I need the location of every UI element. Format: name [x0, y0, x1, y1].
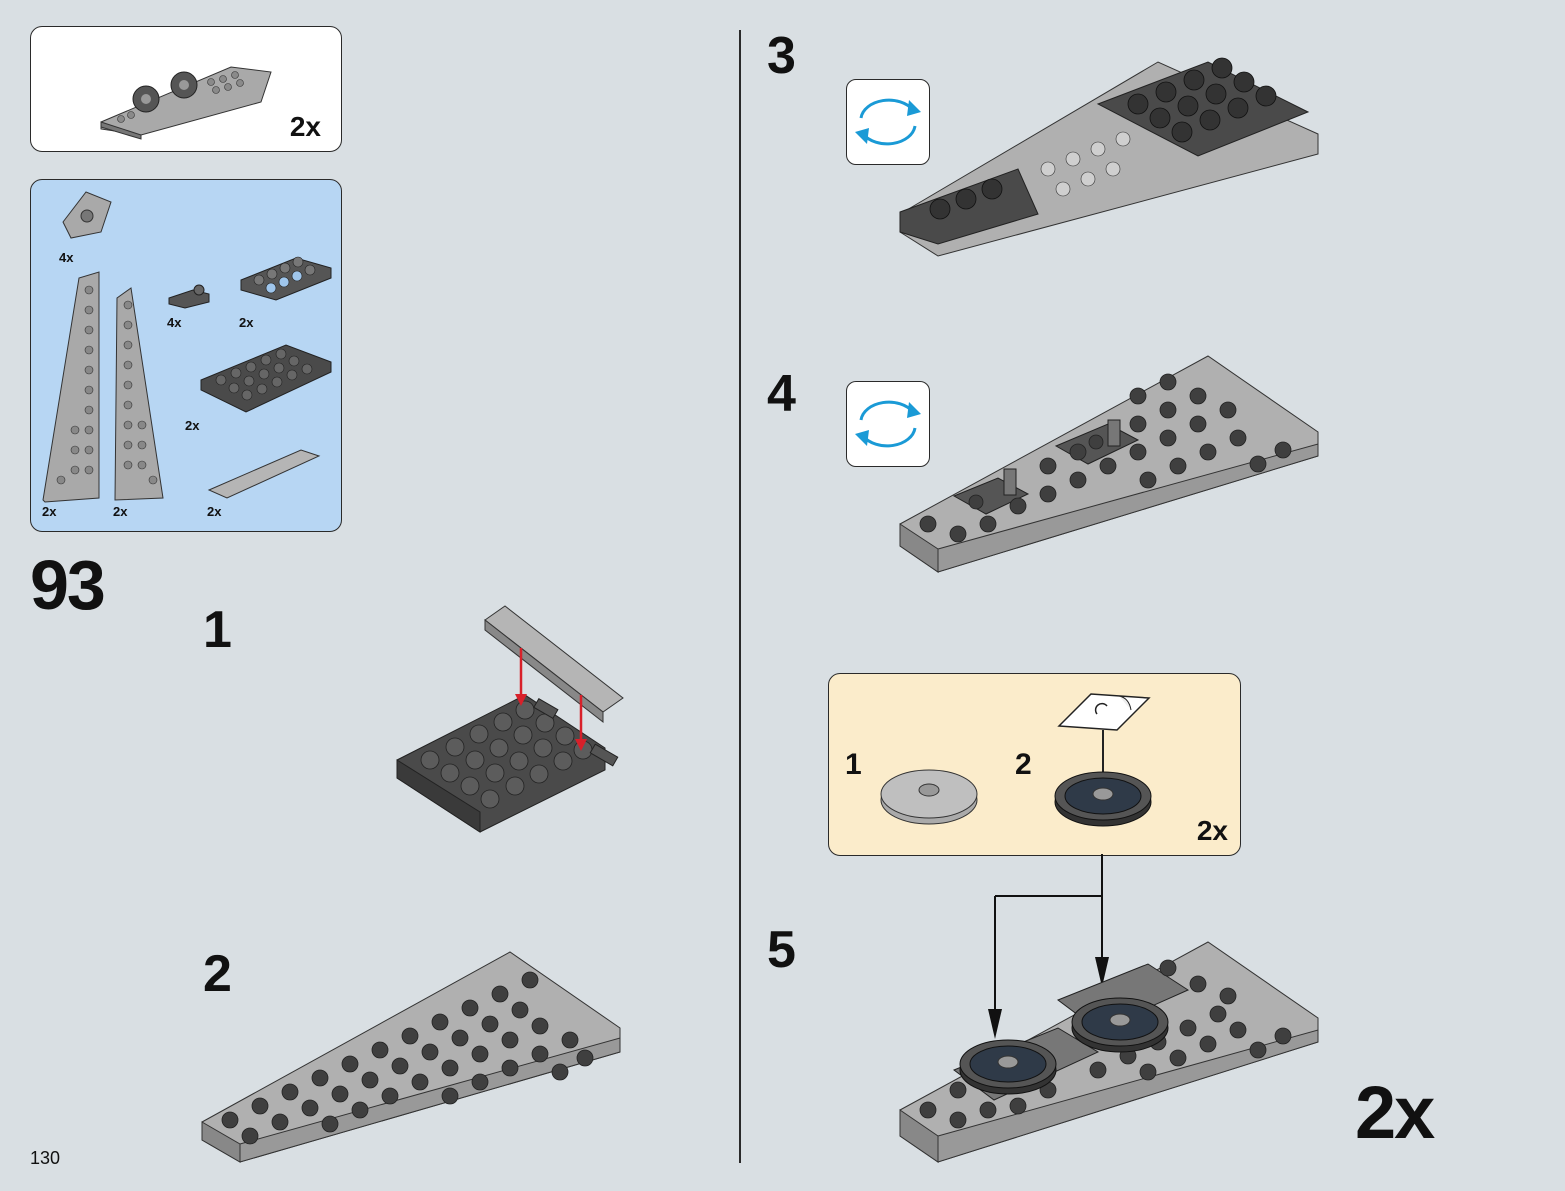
step-5-number: 5 [767, 921, 796, 979]
final-multiplier: 2x [1355, 1071, 1435, 1154]
callout-panel: 2x [30, 26, 342, 152]
rotate-model-step-3 [846, 79, 930, 165]
callout-model-illustration [100, 66, 272, 140]
rotate-icon [855, 98, 921, 146]
parts-list-panel: 4x 4x 2x 2x 2x 2x 2x [30, 179, 342, 532]
step-2-illustration [201, 951, 621, 1163]
parts-list-illustration [42, 191, 332, 503]
page-number: 130 [30, 1148, 61, 1168]
dish-part [62, 191, 112, 239]
main-step-number: 93 [30, 546, 106, 624]
step-3-illustration [899, 57, 1319, 257]
subassembly-panel: 1 2 2x [828, 673, 1241, 856]
step-1-illustration [396, 605, 624, 833]
step-4-illustration [899, 355, 1319, 573]
parts-qty-wedge-right: 2x [113, 504, 128, 519]
parts-qty-clip-plate: 4x [167, 315, 182, 330]
rotate-model-step-4 [846, 381, 930, 467]
parts-qty-4x6-plate: 2x [185, 418, 200, 433]
callout-multiplier: 2x [289, 111, 321, 142]
parts-qty-wedge-left: 2x [42, 504, 57, 519]
rotate-icon [855, 400, 921, 448]
parts-qty-dish: 4x [59, 250, 74, 265]
parts-qty-2x4-plate: 2x [239, 315, 254, 330]
clip-plate-part [168, 284, 210, 309]
step-3-number: 3 [767, 27, 796, 85]
step-2-number: 2 [203, 945, 232, 1003]
step-1-number: 1 [203, 601, 232, 659]
parts-qty-tile: 2x [207, 504, 222, 519]
column-divider [739, 30, 741, 1163]
step-5-illustration [899, 941, 1319, 1163]
subassembly-step-1: 1 [845, 748, 862, 781]
subassembly-step-2: 2 [1015, 748, 1032, 781]
subassembly-multiplier: 2x [1196, 815, 1228, 846]
step-4-number: 4 [767, 365, 796, 423]
subassembly-arrows [988, 854, 1109, 1039]
subassembly-illustration [880, 693, 1152, 827]
